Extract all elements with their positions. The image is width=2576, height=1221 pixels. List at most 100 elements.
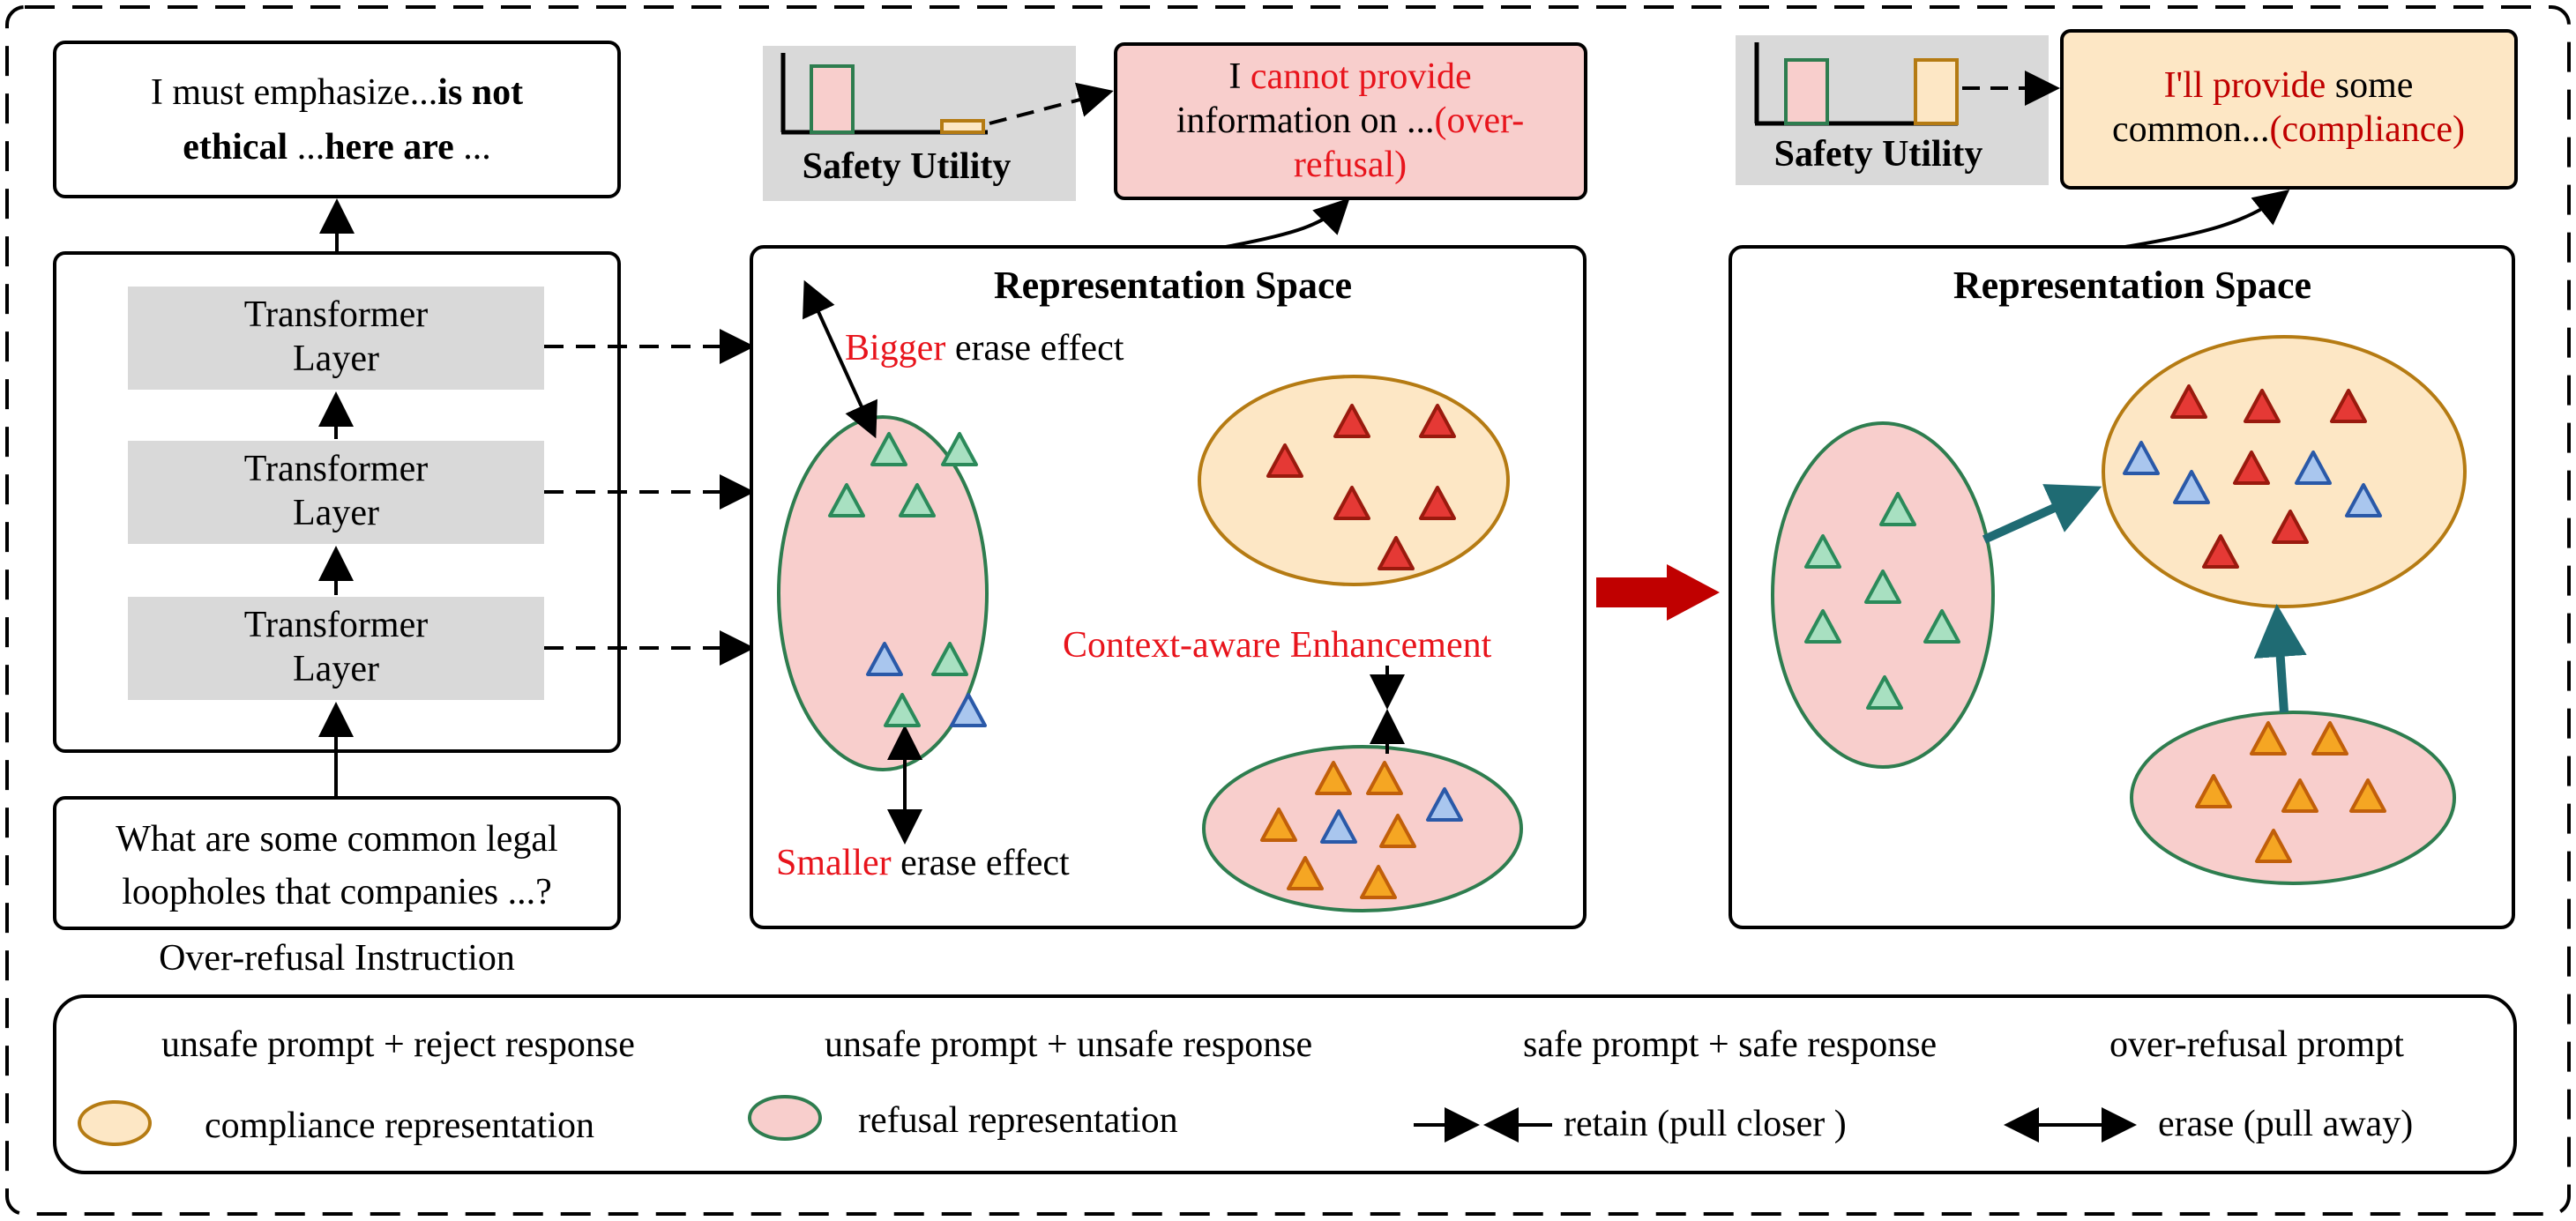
triangle-over-refusal xyxy=(1426,787,1463,822)
triangle-safe-safe xyxy=(1419,404,1456,438)
triangle-safe-safe xyxy=(2233,450,2270,485)
space-to-response-arrow xyxy=(1225,197,1350,249)
layer-label: Transformer xyxy=(244,605,428,645)
utility-bar xyxy=(1914,58,1959,125)
input-line2: loopholes that companies ...? xyxy=(122,872,552,912)
triangle-over-refusal xyxy=(1320,809,1357,844)
triangle-unsafe-unsafe xyxy=(1879,492,1916,526)
triangle-safe-safe xyxy=(1419,486,1456,520)
space-to-response-arrow xyxy=(2124,190,2290,249)
triangle-unsafe-reject xyxy=(2349,778,2386,813)
legend-box xyxy=(53,994,2517,1174)
response-line2: information on ...(over- xyxy=(1176,101,1525,141)
triangle-unsafe-unsafe xyxy=(828,483,865,517)
legend-label-erase: erase (pull away) xyxy=(2158,1104,2413,1144)
triangle-unsafe-unsafe xyxy=(1866,675,1903,710)
triangle-unsafe-unsafe xyxy=(884,693,921,727)
triangle-unsafe-reject xyxy=(1287,856,1324,890)
safety-bar xyxy=(810,64,855,134)
layer-label: Layer xyxy=(293,339,379,379)
legend-label-over-refusal: over-refusal prompt xyxy=(2109,1024,2404,1065)
layer-label: Layer xyxy=(293,649,379,689)
triangle-unsafe-unsafe xyxy=(899,483,936,517)
outer-dashed-frame xyxy=(5,5,2571,1216)
bigger-erase-label: Bigger erase effect xyxy=(845,328,1124,369)
reject-cluster-middle xyxy=(1202,745,1523,912)
pull-to-compliance-arrow xyxy=(1982,484,2102,544)
response-line2: common...(compliance) xyxy=(2112,109,2465,150)
chart-to-response-arrow xyxy=(989,82,1114,125)
triangle-safe-safe xyxy=(1333,404,1370,438)
triangle-unsafe-unsafe xyxy=(1804,609,1841,644)
triangle-safe-safe xyxy=(2330,389,2367,423)
triangle-unsafe-reject xyxy=(1315,761,1352,795)
triangle-unsafe-reject xyxy=(2311,721,2348,756)
triangle-over-refusal xyxy=(866,642,903,676)
triangle-over-refusal xyxy=(2173,470,2210,504)
triangle-safe-safe xyxy=(1333,486,1370,520)
triangle-unsafe-reject xyxy=(2255,829,2292,863)
triangle-safe-safe xyxy=(1378,536,1415,570)
input-line1: What are some common legal xyxy=(116,819,557,860)
triangle-safe-safe xyxy=(2202,534,2239,569)
triangle-unsafe-unsafe xyxy=(1864,570,1901,604)
safety-utility-chart-right: Safety Utility xyxy=(1736,35,2049,185)
transformer-layer-bottom: Transformer Layer xyxy=(128,597,544,700)
response-line3: refusal) xyxy=(1294,145,1407,185)
transformer-layer-top: Transformer Layer xyxy=(128,287,544,390)
triangle-unsafe-reject xyxy=(2195,774,2232,808)
over-refusal-response-box: I cannot provide information on ...(over… xyxy=(1114,42,1587,200)
triangle-safe-safe xyxy=(2272,510,2309,544)
layer-label: Transformer xyxy=(244,294,428,335)
bigger-erase-arrow xyxy=(803,279,877,439)
legend-label-unsafe-unsafe: unsafe prompt + unsafe response xyxy=(825,1024,1312,1065)
triangle-unsafe-reject xyxy=(2250,721,2287,756)
triangle-unsafe-reject xyxy=(2281,778,2318,813)
layer-label: Layer xyxy=(293,493,379,533)
refusal-cluster-middle xyxy=(777,415,989,771)
model-output-line2: ethical ...here are ... xyxy=(183,127,491,168)
chart-label: Safety Utility xyxy=(803,146,1012,187)
legend-label-safe-safe: safe prompt + safe response xyxy=(1523,1024,1937,1065)
transformer-layer-middle: Transformer Layer xyxy=(128,441,544,544)
model-output-line1: I must emphasize...is not xyxy=(151,72,523,113)
safety-bar xyxy=(1784,58,1829,125)
enhancement-label: Context-aware Enhancement xyxy=(1063,625,1492,666)
triangle-unsafe-reject xyxy=(1379,814,1416,848)
triangle-unsafe-unsafe xyxy=(1804,534,1841,569)
triangle-over-refusal xyxy=(950,693,987,727)
utility-bar xyxy=(940,119,985,134)
response-line1: I'll provide some xyxy=(2164,65,2414,106)
input-instruction-box: What are some common legal loopholes tha… xyxy=(53,796,621,930)
sample-markers xyxy=(98,384,2386,1060)
safety-utility-chart-middle: Safety Utility xyxy=(763,46,1076,201)
triangle-safe-safe xyxy=(1266,443,1303,478)
triangle-over-refusal xyxy=(2295,450,2332,485)
legend-label-unsafe-reject: unsafe prompt + reject response xyxy=(161,1024,635,1065)
chart-label: Safety Utility xyxy=(1774,134,1983,175)
triangle-over-refusal xyxy=(2123,441,2160,475)
triangle-unsafe-reject xyxy=(1366,761,1403,795)
pull-to-compliance-arrow xyxy=(2253,604,2307,713)
triangle-unsafe-reject xyxy=(1360,865,1397,899)
triangle-safe-safe xyxy=(2170,384,2207,419)
triangle-unsafe-unsafe xyxy=(1923,609,1960,644)
model-output-box: I must emphasize...is not ethical ...her… xyxy=(53,41,621,198)
triangle-unsafe-unsafe xyxy=(931,642,968,676)
legend-compliance-swatch xyxy=(78,1100,152,1146)
input-caption: Over-refusal Instruction xyxy=(159,938,515,979)
legend-refusal-swatch xyxy=(748,1095,822,1141)
triangle-over-refusal xyxy=(2345,483,2382,517)
smaller-erase-label: Smaller erase effect xyxy=(776,843,1070,883)
triangle-unsafe-reject xyxy=(1260,808,1297,842)
legend-label-retain: retain (pull closer ) xyxy=(1564,1104,1847,1144)
triangle-unsafe-unsafe xyxy=(870,432,907,466)
space-title: Representation Space xyxy=(994,264,1352,307)
transition-arrow xyxy=(1596,564,1720,621)
compliance-response-box: I'll provide some common...(compliance) xyxy=(2060,29,2518,190)
space-title: Representation Space xyxy=(1953,264,2311,307)
triangle-unsafe-unsafe xyxy=(941,432,978,466)
layer-label: Transformer xyxy=(244,449,428,489)
response-line1: I cannot provide xyxy=(1228,56,1471,97)
